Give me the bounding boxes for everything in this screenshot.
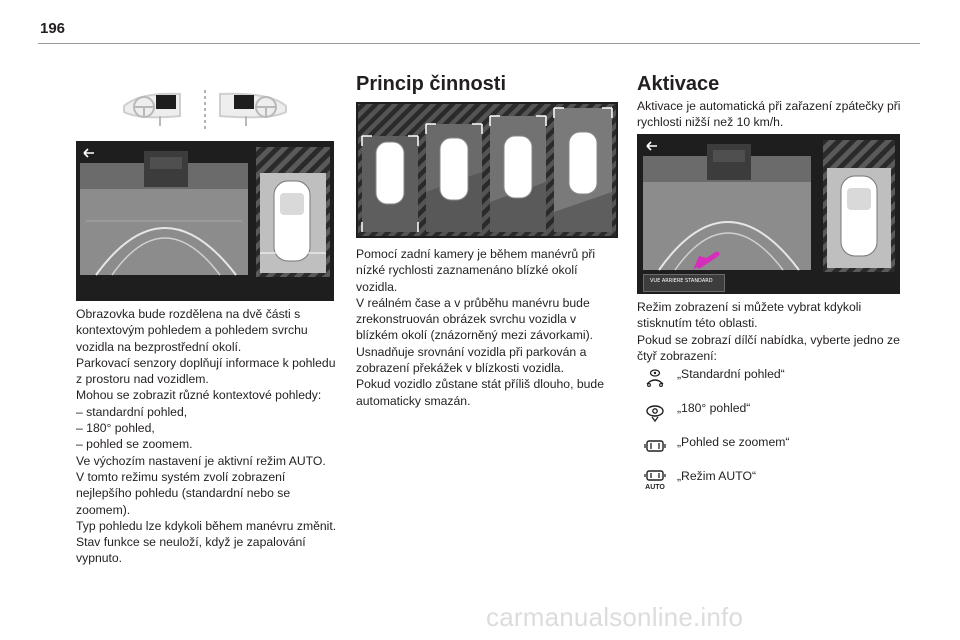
standard-view-icon: [646, 369, 664, 387]
camera-split-screen: [76, 141, 334, 301]
principle-text: Pomocí zadní kamery je během manévrů při…: [356, 246, 618, 409]
list-item: – pohled se zoomem.: [76, 437, 193, 452]
steering-wheel-illustration: [123, 90, 287, 130]
paragraph: Usnadňuje srovnání vozidla při parkován …: [356, 344, 587, 376]
paragraph: V reálném čase a v průběhu manévru bude …: [356, 295, 594, 343]
sequence-frame-1: [361, 135, 419, 232]
activation-intro: Aktivace je automatická při zařazení zpá…: [637, 98, 907, 131]
mode-label: „Standardní pohled“: [677, 367, 785, 381]
sequence-frame-2: [425, 123, 483, 232]
page-number: 196: [40, 20, 66, 37]
paragraph: Režim zobrazení si můžete vybrat kdykoli…: [637, 300, 862, 331]
auto-mode-icon: AUTO: [644, 470, 666, 491]
mode-label: „Režim AUTO“: [677, 469, 756, 483]
watermark: carmanualsonline.info: [486, 602, 744, 632]
paragraph: Mohou se zobrazit různé kontextové pohle…: [76, 388, 322, 403]
header-divider: [38, 43, 920, 44]
view-modes-list: „Standardní pohled“ „180° pohled“ „Pohle…: [643, 360, 903, 496]
rear-camera-view: [80, 151, 248, 276]
list-item: – standardní pohled,: [76, 404, 188, 419]
view-mode-button[interactable]: VUE ARRIERE STANDARD: [643, 274, 725, 292]
list-item: – 180° pohled,: [76, 421, 155, 436]
top-view-panel: [823, 140, 895, 272]
description-text: Obrazovka bude rozdělena na dvě části s …: [76, 306, 341, 567]
section-title-principle: Princip činnosti: [356, 73, 507, 95]
rear-camera-view: [643, 144, 811, 271]
auto-badge: AUTO: [645, 484, 665, 491]
top-view-panel: [256, 147, 330, 277]
steering-wheel-right-icon: [219, 92, 287, 126]
paragraph: Ve výchozím nastavení je aktivní režim A…: [76, 453, 326, 468]
back-arrow-icon: [646, 141, 657, 151]
paragraph: Parkovací senzory doplňují informace k p…: [76, 355, 336, 387]
mode-180: „180° pohled“: [643, 394, 903, 428]
zoom-view-icon: [644, 440, 666, 452]
mode-standard: „Standardní pohled“: [643, 360, 903, 394]
view-180-icon: [646, 405, 664, 423]
paragraph: V tomto režimu systém zvolí zobrazení ne…: [76, 469, 291, 517]
paragraph: Pomocí zadní kamery je během manévrů při…: [356, 247, 596, 294]
paragraph: Obrazovka bude rozdělena na dvě části s …: [76, 307, 308, 354]
mode-zoom: „Pohled se zoomem“: [643, 428, 903, 462]
sequence-frame-4: [553, 107, 613, 232]
paragraph: Pokud se zobrazí dílčí nabídka, vyberte …: [637, 332, 900, 363]
mode-auto: AUTO „Režim AUTO“: [643, 462, 903, 496]
activation-screen-image: VUE ARRIERE STANDARD: [637, 134, 900, 294]
pointer-arrow-icon: [693, 251, 720, 270]
paragraph: Aktivace je automatická při zařazení zpá…: [637, 99, 901, 130]
paragraph: Stav funkce se neuloží, když je zapalová…: [76, 535, 306, 566]
steering-wheel-left-icon: [123, 92, 181, 126]
paragraph: Pokud vozidlo zůstane stát příliš dlouho…: [356, 377, 604, 408]
back-arrow-icon: [83, 148, 94, 158]
mode-label: „180° pohled“: [677, 401, 751, 415]
reconstruction-sequence-image: [356, 102, 618, 238]
section-title-activation: Aktivace: [637, 73, 720, 95]
mode-label: „Pohled se zoomem“: [677, 435, 790, 449]
view-mode-button-label: VUE ARRIERE STANDARD: [650, 278, 713, 284]
paragraph: Typ pohledu lze kdykoli během manévru zm…: [76, 518, 337, 533]
sequence-frame-3: [489, 115, 547, 232]
activation-text: Režim zobrazení si můžete vybrat kdykoli…: [637, 299, 907, 364]
